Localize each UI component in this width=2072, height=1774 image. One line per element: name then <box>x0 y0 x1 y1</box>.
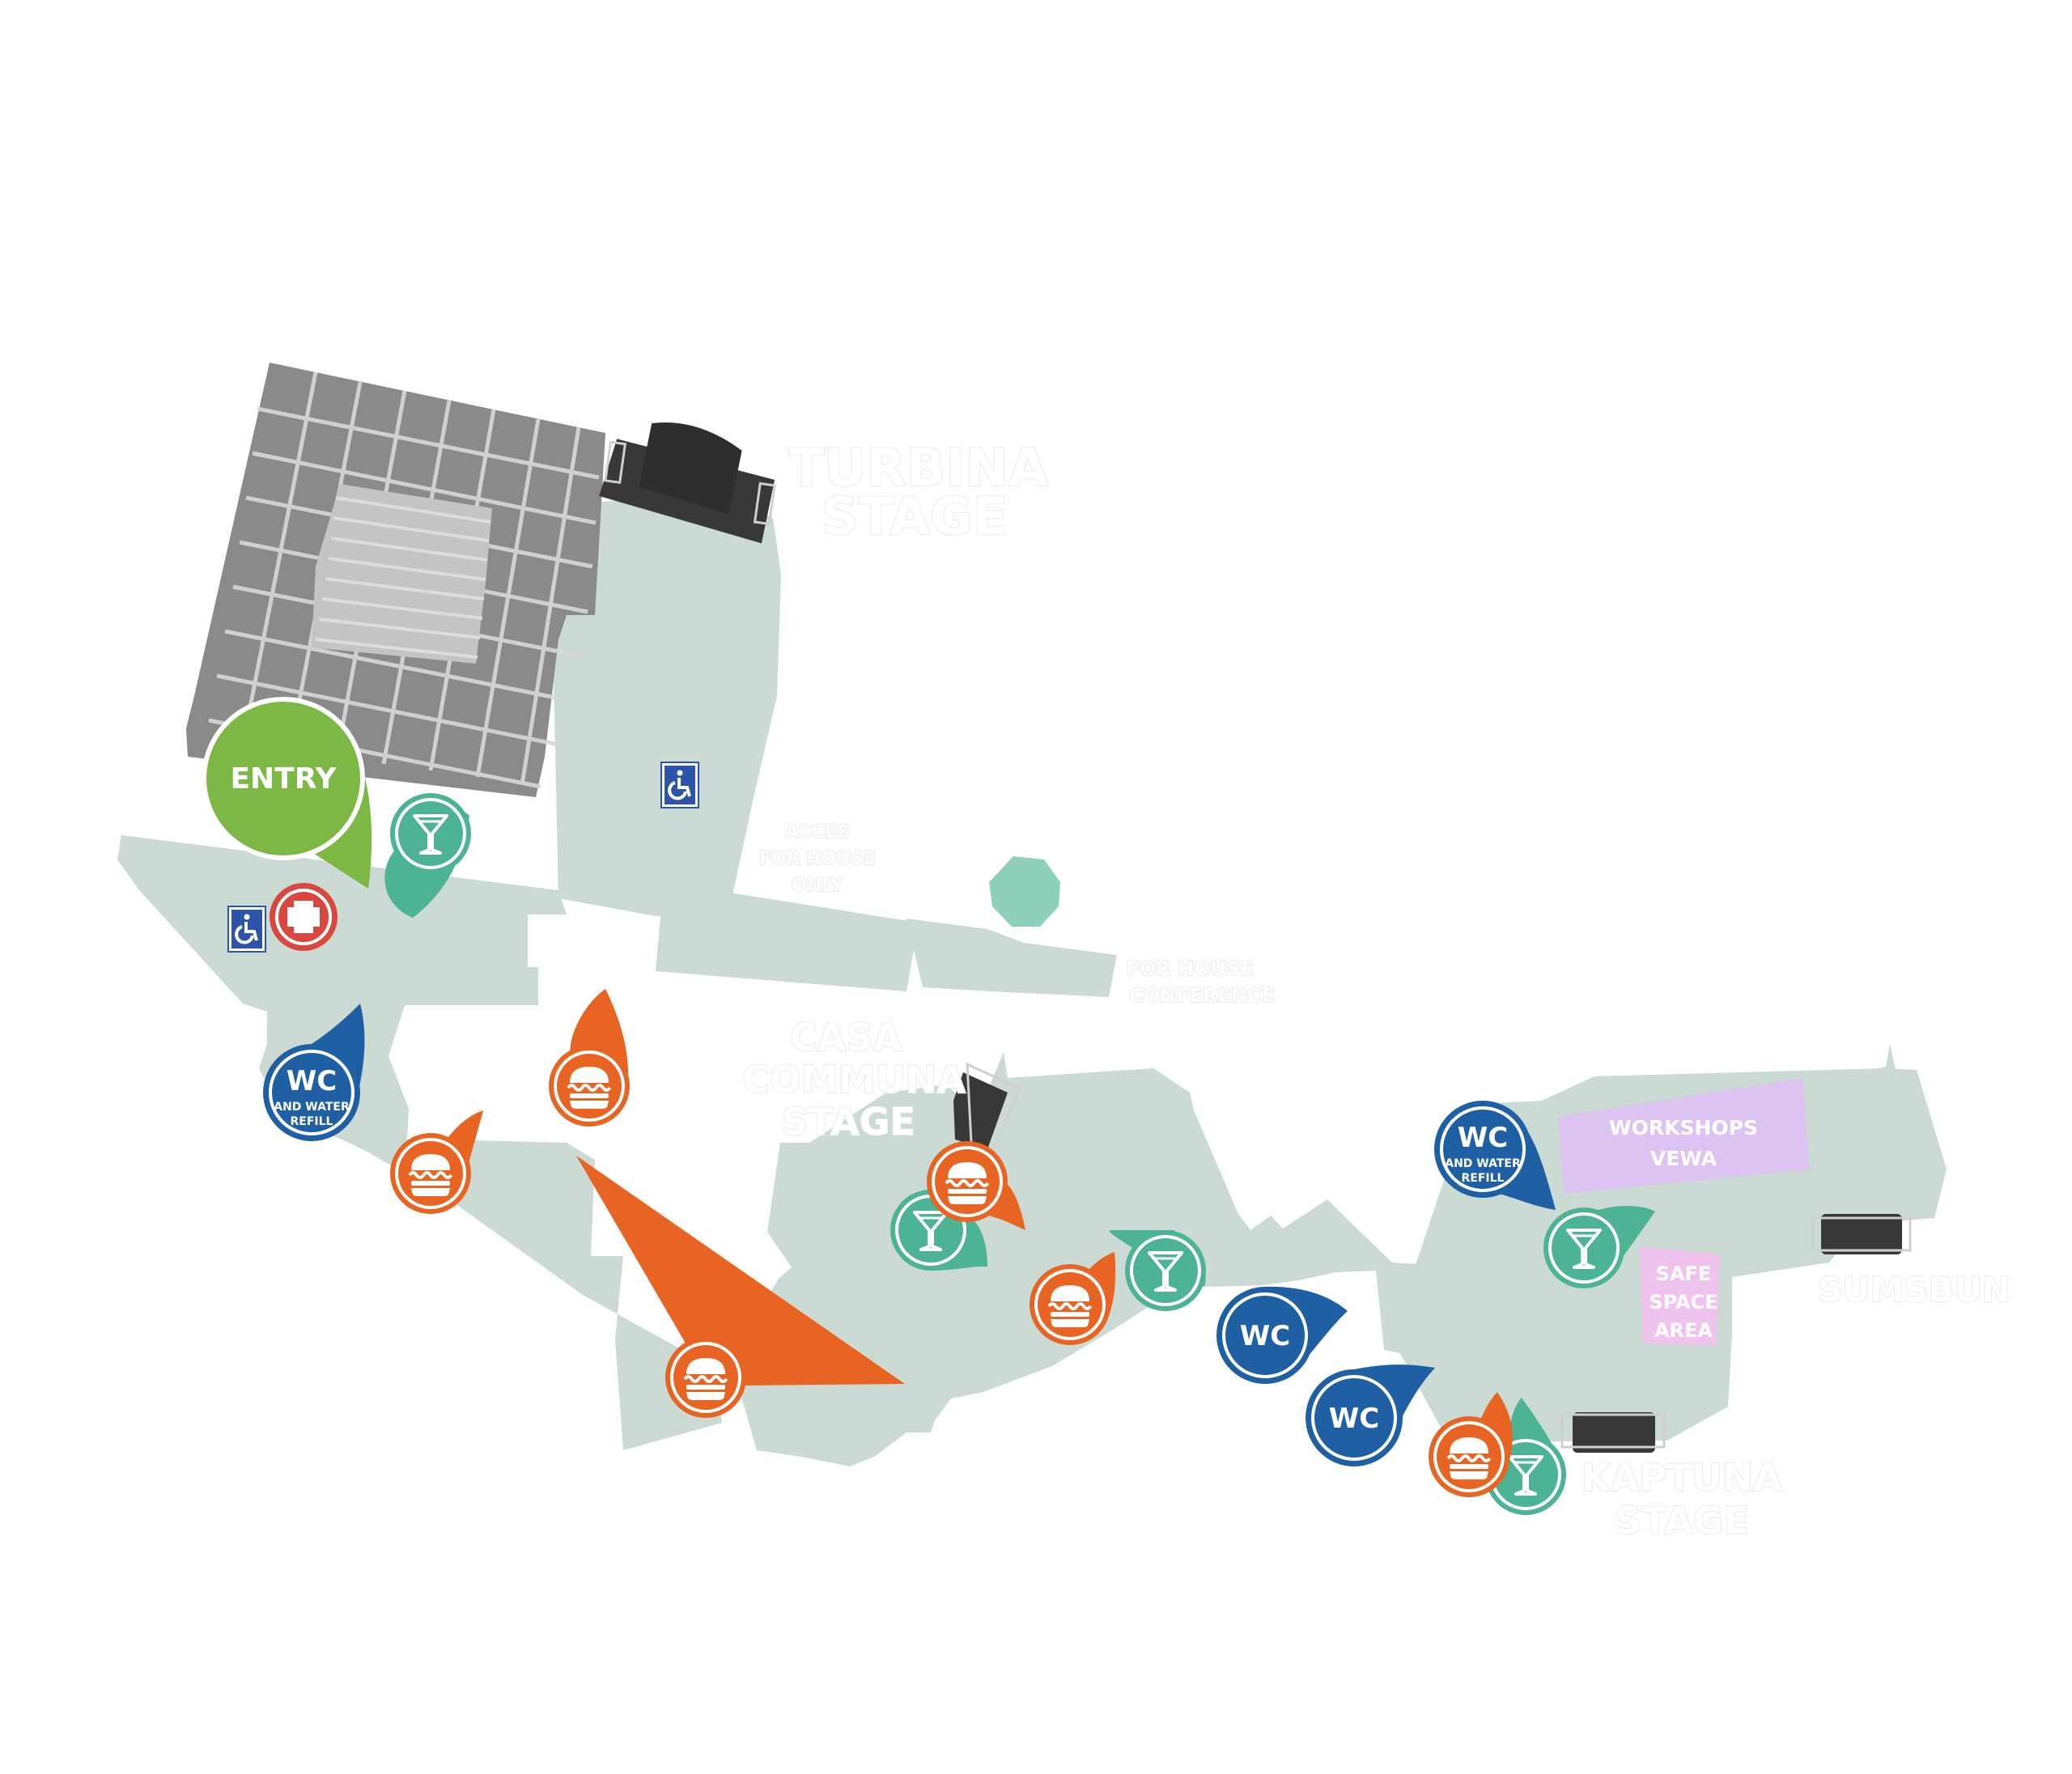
casa-stage-label-2: COMMUNA <box>742 1058 966 1101</box>
wc-label: WC <box>1458 1122 1508 1154</box>
stairs <box>312 484 492 664</box>
safe-space-area <box>1639 1246 1720 1346</box>
wc-marker-south-1[interactable]: WC <box>1216 1286 1348 1384</box>
kaptuna-stage-structure <box>1560 1412 1666 1453</box>
turbina-stage-structure <box>599 422 776 544</box>
walkway-conference <box>906 919 1117 997</box>
food-marker-1[interactable] <box>549 989 630 1127</box>
burger-icon <box>408 1152 453 1198</box>
walkway-main <box>117 835 1925 1466</box>
burger-icon <box>683 1356 728 1402</box>
turbina-stage-label-1: TURBINA <box>789 439 1049 499</box>
first-aid-icon <box>287 901 320 933</box>
access-label-3: ONLY <box>792 876 844 896</box>
bar-marker-4[interactable] <box>1543 1206 1655 1288</box>
food-marker-6[interactable] <box>1429 1392 1513 1497</box>
food-marker-5[interactable] <box>1030 1252 1116 1345</box>
wheelchair-icon <box>668 770 691 800</box>
workshops-label-2: VEWA <box>1650 1147 1717 1170</box>
wc-label: WC <box>1240 1320 1290 1352</box>
burger-icon <box>1446 1436 1492 1481</box>
wc-refill-label-2: REFILL <box>291 1115 333 1128</box>
bar-marker-1[interactable] <box>384 793 471 918</box>
conference-label-1: FOR HOUSE <box>1126 957 1253 980</box>
entry-marker[interactable]: ENTRY <box>202 697 372 889</box>
kaptuna-stage-label-1: KAPTUNA <box>1582 1456 1782 1500</box>
pool <box>989 856 1060 927</box>
accessible-marker-entry[interactable] <box>227 906 266 953</box>
safe-space-label-3: AREA <box>1654 1319 1713 1342</box>
casa-stage-label-3: STAGE <box>781 1100 915 1144</box>
entry-label: ENTRY <box>230 762 337 796</box>
walkway-north <box>550 494 781 916</box>
safe-space-label-1: SAFE <box>1656 1263 1712 1285</box>
sumsbun-stage-structure <box>1811 1214 1912 1254</box>
casa-stage-label-1: CASA <box>790 1016 902 1059</box>
food-court-area <box>576 1156 905 1386</box>
wc-marker-east[interactable]: WC AND WATER REFILL <box>1434 1101 1556 1210</box>
access-label-1: ACCES <box>785 822 850 842</box>
bar-marker-3[interactable] <box>1109 1230 1206 1311</box>
workshops-area <box>1558 1078 1809 1194</box>
wc-refill-label-1: AND WATER <box>274 1101 350 1114</box>
sumsbun-stage-label: SUMSBUN <box>1818 1270 2010 1309</box>
burger-icon <box>1047 1284 1093 1329</box>
wc-refill-label-1: AND WATER <box>1445 1157 1521 1170</box>
wheelchair-icon <box>235 914 258 944</box>
conference-label-2: CONFERENCE <box>1129 984 1275 1007</box>
access-label-2: FOR HOUSE <box>759 849 876 869</box>
walkway-far-east <box>1805 1068 1947 1222</box>
burger-icon <box>945 1161 990 1206</box>
wc-marker-south-2[interactable]: WC <box>1306 1364 1435 1466</box>
accessible-marker-north[interactable] <box>660 762 699 808</box>
food-marker-4[interactable] <box>927 1141 1025 1230</box>
turbina-stage-label-2: STAGE <box>822 487 1008 547</box>
workshops-label-1: WORKSHOPS <box>1609 1116 1758 1140</box>
safe-space-label-2: SPACE <box>1649 1291 1717 1314</box>
wc-marker-west[interactable]: WC AND WATER REFILL <box>263 1004 365 1141</box>
wc-label: WC <box>1329 1403 1379 1435</box>
food-marker-2[interactable] <box>390 1110 483 1214</box>
first-aid-marker[interactable] <box>270 883 338 951</box>
kaptuna-stage-label-2: STAGE <box>1615 1499 1749 1543</box>
wc-label: WC <box>287 1065 337 1097</box>
wc-refill-label-2: REFILL <box>1462 1172 1505 1185</box>
main-building <box>186 363 605 797</box>
walkway-house <box>656 882 919 991</box>
food-marker-3[interactable] <box>665 1337 746 1418</box>
burger-icon <box>567 1065 612 1110</box>
